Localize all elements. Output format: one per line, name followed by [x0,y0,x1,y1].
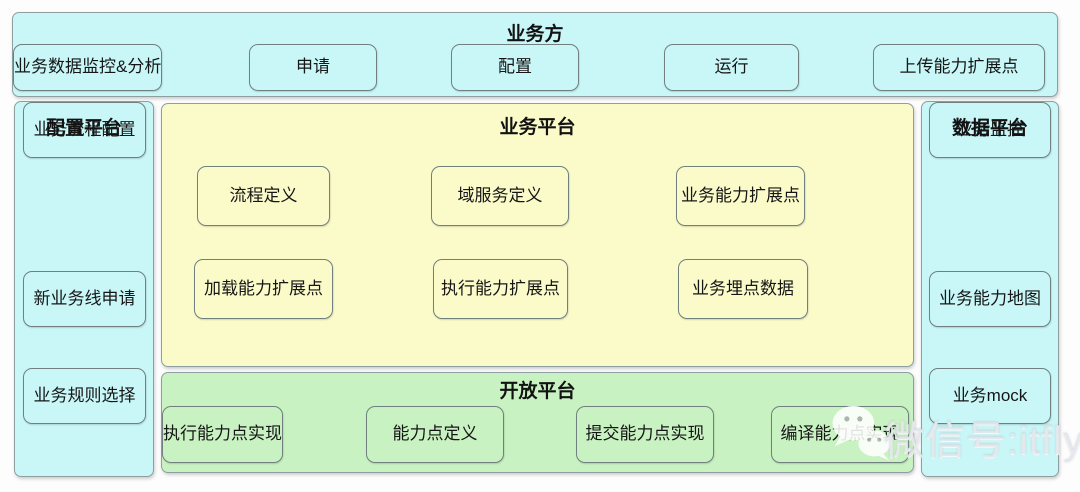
banner-box-configure: 配置 [451,44,579,91]
business-platform-panel: 业务平台 流程定义 域服务定义 业务能力扩展点 加载能力扩展点 执行能力扩展点 … [161,103,914,367]
bp-box-capability-extension-point: 业务能力扩展点 [676,166,805,226]
config-box-new-business-line: 新业务线申请 [23,271,146,327]
open-platform-title: 开放平台 [499,381,576,402]
banner-box-apply: 申请 [249,44,377,91]
bp-box-process-definition: 流程定义 [197,166,330,226]
banner-box-run: 运行 [664,44,799,91]
op-box-execute-capability-impl: 执行能力点实现 [162,406,283,463]
dp-box-business-mock: 业务mock [929,368,1051,424]
dp-box-capability-map: 业务能力地图 [929,271,1051,327]
dp-box-business-monitoring: 业务监控 [929,102,1051,158]
op-box-capability-definition: 能力点定义 [366,406,504,463]
bp-box-execute-extension-point: 执行能力扩展点 [433,259,568,319]
bp-box-load-extension-point: 加载能力扩展点 [194,259,333,319]
config-platform-title: 配置平台 [45,118,122,139]
business-platform-title: 业务平台 [499,117,576,138]
config-box-business-rules: 业务规则选择 [23,368,146,424]
op-box-compile-capability-impl: 编译能力点实现 [771,406,909,463]
bp-box-tracking-data: 业务埋点数据 [678,259,808,319]
banner-box-upload-extension: 上传能力扩展点 [873,44,1045,91]
data-platform-panel: 数据平台 业务能力地图 业务mock 业务监控 [921,101,1059,477]
open-platform-panel: 开放平台 能力点定义 提交能力点实现 编译能力点实现 执行能力点实现 [161,372,914,473]
config-platform-panel: 配置平台 新业务线申请 业务规则选择 业务流程配置 [14,101,154,477]
business-side-banner: 业务方 申请 配置 运行 上传能力扩展点 业务数据监控&分析 [12,12,1058,97]
bp-box-domain-service-definition: 域服务定义 [431,166,569,226]
op-box-submit-capability-impl: 提交能力点实现 [576,406,714,463]
business-side-title: 业务方 [506,24,564,45]
data-platform-title: 数据平台 [951,118,1028,139]
banner-box-data-monitoring: 业务数据监控&分析 [13,44,163,91]
config-box-business-process: 业务流程配置 [23,102,146,158]
